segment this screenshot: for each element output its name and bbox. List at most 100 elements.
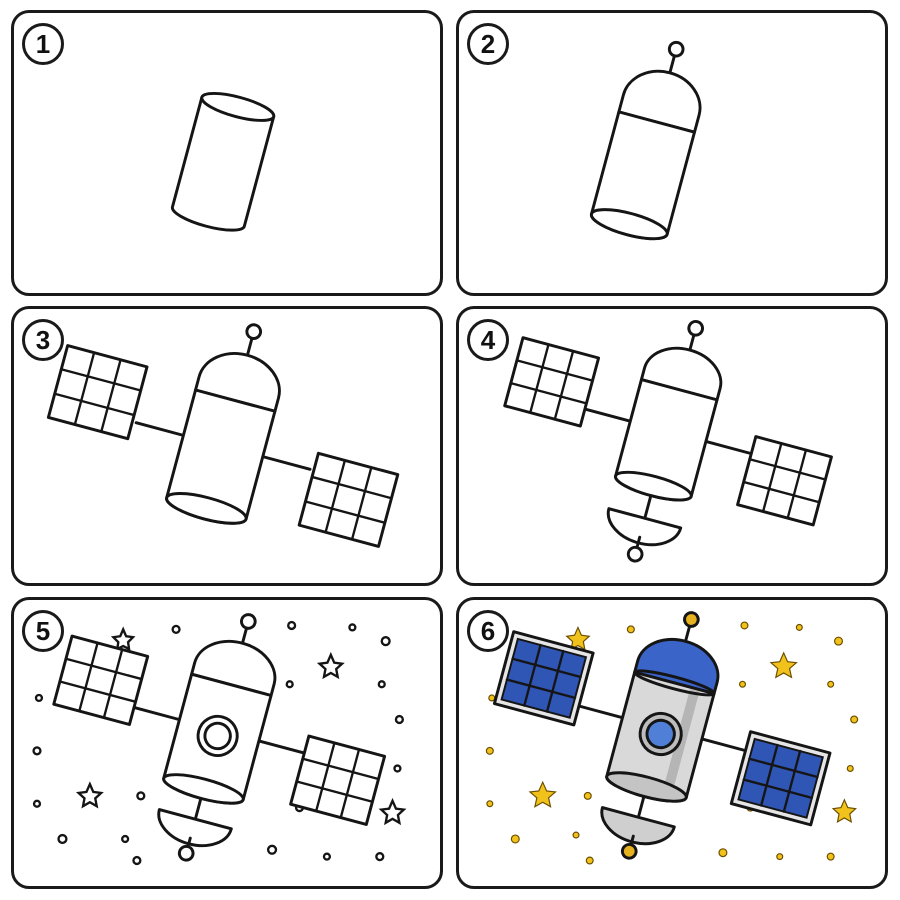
dot-icon [795,623,803,631]
dot-icon [375,852,385,862]
step-1-drawing [170,91,276,232]
dot-icon [827,680,835,688]
step-number-badge: 2 [467,23,509,65]
dot-icon [136,791,146,801]
step-number-badge: 4 [467,319,509,361]
step-6-drawing [485,611,859,865]
solar-panel-right [736,435,833,527]
dot-icon [485,746,494,755]
satellite-icon [589,40,702,241]
dot-icon [572,831,580,839]
star-icon [769,651,798,679]
dome [633,637,720,696]
dish [600,806,676,846]
panel-strut [134,421,185,437]
star-icon [75,781,104,809]
dish [157,808,233,848]
antenna-tip [683,611,700,628]
dot-icon [322,852,332,861]
star-icon [565,625,591,651]
panel-strut [257,739,306,755]
dot-icon [488,694,496,702]
step-number-badge: 6 [467,610,509,652]
dot-icon [393,764,402,773]
antenna-tip [667,40,685,58]
step-5-drawing [32,613,407,866]
dot-icon [132,855,142,866]
dome [639,346,723,402]
dish-mount [643,494,653,518]
dot-icon [394,714,404,725]
dot-icon [57,833,68,845]
satellite-icon [492,611,832,860]
satellite-icon [52,613,387,862]
dot-icon [34,693,44,703]
step-number-badge: 5 [22,610,64,652]
dot-icon [776,853,784,861]
dot-icon [121,834,130,844]
dome [194,352,281,413]
star-icon [110,626,136,652]
satellite-icon [46,323,400,548]
solar-panel-left [52,634,150,726]
panel-strut [704,439,753,456]
step-number-badge: 1 [22,23,64,65]
dot-icon [266,844,278,855]
step-panel-6: 6 [456,597,888,889]
panel-strut [261,455,312,471]
dot-icon [718,848,728,858]
solar-panel-left [503,336,601,428]
dot-icon [585,856,594,865]
dish-mount [637,794,646,817]
dot-icon [510,834,520,844]
dish [606,507,683,547]
dot-icon [32,799,42,808]
dish-feed [626,545,644,563]
solar-panel-right [289,734,387,826]
dot-icon [850,715,859,724]
star-icon [316,651,345,680]
stars [32,620,407,866]
step-panel-3: 3 [11,306,443,586]
porthole-glass [645,718,676,750]
porthole-glass [203,721,232,751]
panel-strut [132,705,181,722]
panel-strut [575,704,624,720]
dot-icon [285,680,294,689]
dot-icon [171,624,181,634]
step-2-drawing [589,40,702,241]
step-4-drawing [503,319,833,563]
satellite-icon [503,319,833,563]
solar-panel-right [297,451,400,548]
dot-icon [287,620,297,631]
step-panel-1: 1 [11,10,443,296]
step-panel-2: 2 [456,10,888,296]
dot-icon [826,852,835,861]
dot-icon [834,636,844,646]
body-cylinder [170,91,276,232]
dot-icon [32,746,42,756]
dish-feed [620,842,638,860]
dot-icon [377,680,386,689]
step-number-badge: 3 [22,319,64,361]
step-panel-5: 5 [11,597,443,889]
dot-icon [486,800,494,808]
solar-panel-left [46,344,149,441]
star-icon [528,780,557,808]
dot-icon [583,791,592,800]
dot-icon [738,680,747,688]
dot-icon [626,625,635,634]
panel-strut [700,737,749,753]
star-icon [831,798,857,823]
antenna-tip [239,613,257,630]
step-3-drawing [46,323,400,548]
solar-panel-right [729,730,832,827]
panel-strut [583,407,632,423]
solar-panel-left [492,630,595,727]
step-panel-4: 4 [456,306,888,586]
dot-icon [846,764,854,772]
dot-icon [348,623,357,632]
dish-feed [177,844,195,862]
dot-icon [740,621,749,630]
antenna-tip [687,319,705,337]
